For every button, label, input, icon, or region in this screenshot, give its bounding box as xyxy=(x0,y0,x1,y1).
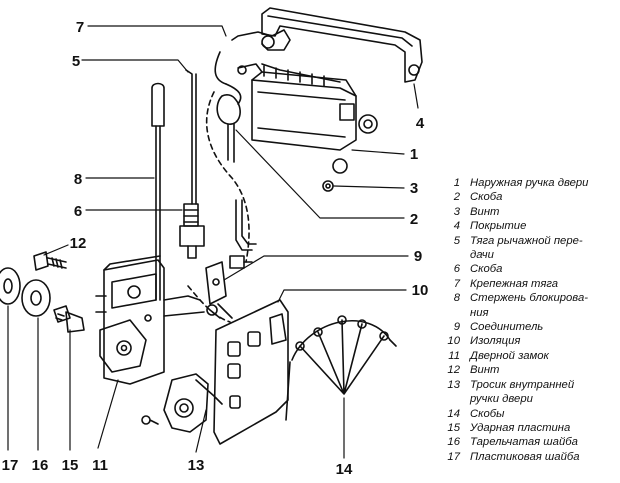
plastic-washer-part xyxy=(0,267,21,305)
striker-plate-part xyxy=(53,305,85,333)
screw-12-part xyxy=(33,251,67,271)
callout-13: 13 xyxy=(188,457,205,474)
legend-text: Тяга рычажной пере- xyxy=(470,234,583,247)
legend-number: 6 xyxy=(453,263,460,276)
connector-part xyxy=(205,199,257,319)
bracket-2-part xyxy=(216,94,241,163)
legend-text: Тарельчатая шайба xyxy=(470,436,578,449)
legend-text: Скоба xyxy=(470,263,503,276)
callout-16: 16 xyxy=(32,457,49,474)
callout-10: 10 xyxy=(412,282,429,299)
callout-11: 11 xyxy=(92,457,108,474)
callout-9: 9 xyxy=(414,248,422,265)
callout-15: 15 xyxy=(62,457,79,474)
legend-item-13: 13 Тросик внутранней xyxy=(446,378,618,392)
legend-item-5-cont: дачи xyxy=(446,248,618,262)
legend-item-11: 11 Дверной замок xyxy=(446,349,618,363)
legend-text: ния xyxy=(470,306,489,319)
legend-item-10: 10 Изоляция xyxy=(446,334,618,348)
legend-item-2: 2 Скоба xyxy=(446,190,618,204)
legend-item-4: 4 Покрытие xyxy=(446,219,618,233)
legend-text: Стержень блокирова- xyxy=(470,292,588,305)
legend-number: 14 xyxy=(447,407,460,420)
legend-item-15: 15 Ударная пластина xyxy=(446,421,618,435)
legend-item-8-cont: ния xyxy=(446,306,618,320)
clips-part xyxy=(285,315,397,421)
fastening-rod-part xyxy=(214,29,291,105)
legend-number: 5 xyxy=(453,234,460,247)
legend-number: 8 xyxy=(453,292,460,305)
legend-text: Ударная пластина xyxy=(470,421,571,434)
legend-item-16: 16 Тарельчатая шайба xyxy=(446,435,618,449)
legend-text: Наружная ручка двери xyxy=(470,177,589,189)
legend-text: Пластиковая шайба xyxy=(470,450,580,463)
callout-1: 1 xyxy=(410,146,418,163)
linkage-path xyxy=(205,91,250,263)
legend-item-3: 3 Винт xyxy=(446,205,618,219)
legend-text: Скобы xyxy=(470,407,505,420)
legend-number: 1 xyxy=(453,177,460,189)
inner-handle-cable-part xyxy=(141,373,223,433)
legend-item-17: 17 Пластиковая шайба xyxy=(446,450,618,464)
legend-item-1: 1 Наружная ручка двери xyxy=(446,176,618,190)
callout-3: 3 xyxy=(410,180,418,197)
lever-rod-part xyxy=(185,69,197,205)
legend-number: 15 xyxy=(447,421,460,434)
cover-part xyxy=(261,7,423,83)
legend-item-13-cont: ручки двери xyxy=(446,392,618,406)
legend-text: Дверной замок xyxy=(470,349,549,362)
callout-17: 17 xyxy=(2,457,19,474)
legend-text: Винт xyxy=(470,364,500,377)
legend-number: 13 xyxy=(447,378,460,391)
legend-text: Покрытие xyxy=(470,220,527,233)
legend-number: 16 xyxy=(447,436,460,449)
legend-number: 3 xyxy=(453,205,460,218)
washer-small xyxy=(332,158,348,174)
legend-number: 2 xyxy=(453,191,460,204)
legend-item-14: 14 Скобы xyxy=(446,407,618,421)
legend-number: 11 xyxy=(448,349,460,362)
dish-washer-part xyxy=(21,279,51,317)
legend-text: Крепежная тяга xyxy=(470,277,559,290)
legend-number: 17 xyxy=(447,450,460,463)
legend-item-12: 12 Винт xyxy=(446,363,618,377)
legend-text: дачи xyxy=(470,249,494,262)
screw-3-part xyxy=(322,180,334,192)
legend-text: Изоляция xyxy=(470,335,521,348)
callout-12: 12 xyxy=(70,235,87,252)
legend-text: Соединитель xyxy=(470,321,544,334)
callout-6: 6 xyxy=(74,203,82,220)
legend-item-7: 7 Крепежная тяга xyxy=(446,277,618,291)
linkage-path-2 xyxy=(187,285,231,323)
legend-number: 7 xyxy=(453,277,460,290)
insulation-plate-part xyxy=(213,299,289,445)
legend-text: Скоба xyxy=(470,191,503,204)
bracket-6-part xyxy=(179,203,205,259)
leader-lines xyxy=(7,25,419,459)
legend-number: 10 xyxy=(447,335,460,348)
legend-item-9: 9 Соединитель xyxy=(446,320,618,334)
locking-rod-part xyxy=(151,82,165,301)
callout-5: 5 xyxy=(72,53,80,70)
callout-2: 2 xyxy=(410,211,418,228)
legend-number: 9 xyxy=(453,321,460,334)
legend-number: 12 xyxy=(447,364,460,377)
callout-4: 4 xyxy=(416,115,425,132)
callout-7: 7 xyxy=(76,19,84,36)
outer-door-handle-part xyxy=(237,63,378,151)
legend-text: Винт xyxy=(470,205,500,218)
callout-8: 8 xyxy=(74,171,82,188)
legend-text: ручки двери xyxy=(470,393,533,406)
door-lock-part xyxy=(95,255,205,385)
legend-number: 4 xyxy=(453,220,460,233)
legend-item-8: 8 Стержень блокирова- xyxy=(446,291,618,305)
legend-item-6: 6 Скоба xyxy=(446,262,618,276)
legend-text: Тросик внутранней xyxy=(470,378,575,391)
callout-14: 14 xyxy=(336,461,353,478)
legend-item-5: 5 Тяга рычажной пере- xyxy=(446,234,618,248)
